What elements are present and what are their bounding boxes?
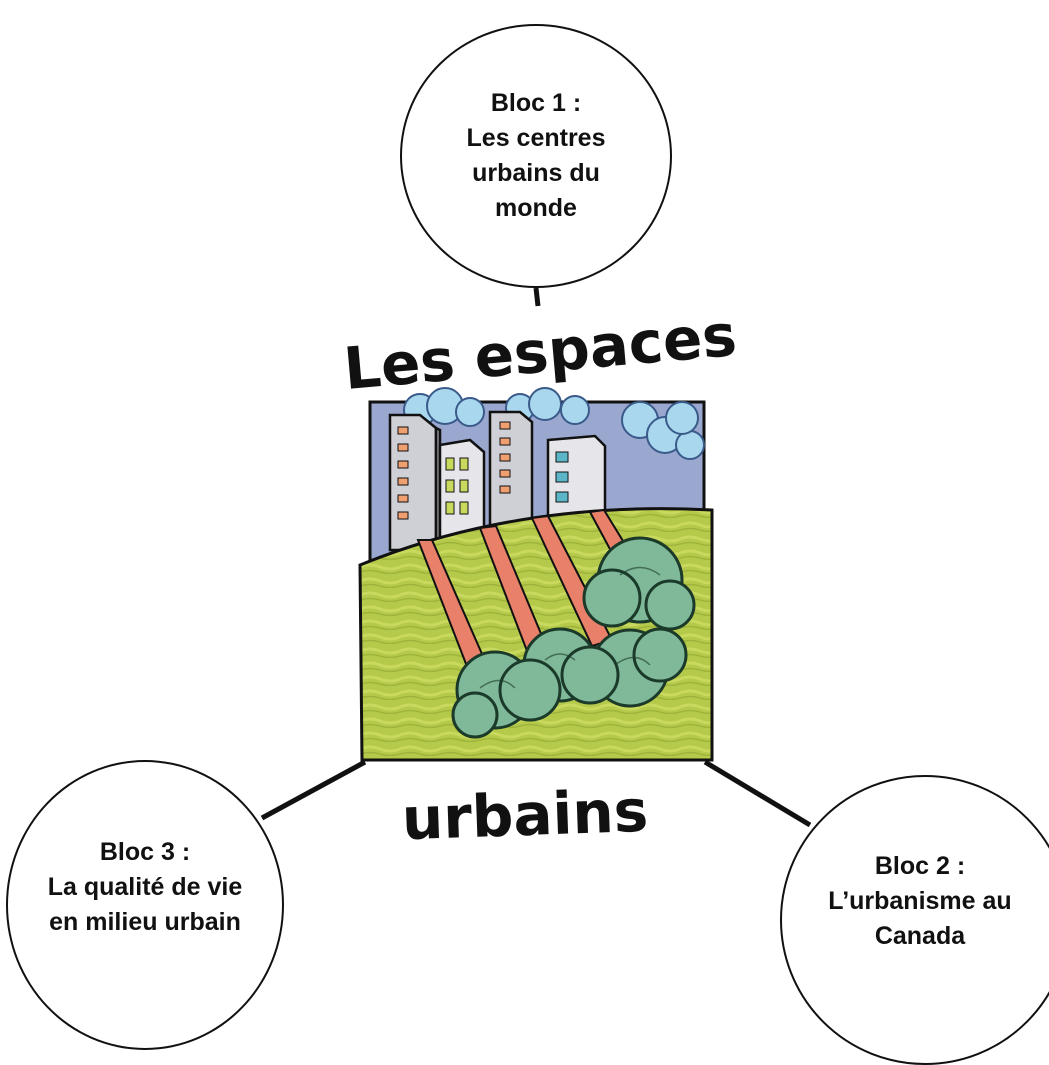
- tree-icons: [451, 536, 696, 739]
- connector-bloc2: [703, 759, 812, 828]
- central-illustration: Les espaces: [341, 301, 739, 854]
- bloc-1-circle: Bloc 1 : Les centres urbains du monde: [400, 24, 672, 288]
- bloc-3-line-1: Bloc 3 :: [99, 837, 191, 866]
- cloud-icon: [403, 387, 705, 460]
- bloc-3-text: Bloc 3 : La qualité de vie en milieu urb…: [48, 835, 243, 940]
- bloc-2-text: Bloc 2 : L’urbanisme au Canada: [828, 849, 1011, 954]
- bloc-1-text: Bloc 1 : Les centres urbains du monde: [467, 86, 606, 226]
- bloc-2-line-1: Bloc 2 :: [874, 851, 966, 880]
- bloc-2-line-3: Canada: [874, 921, 966, 950]
- bloc-2-circle: Bloc 2 : L’urbanisme au Canada: [780, 775, 1049, 1065]
- bloc-3-line-2: La qualité de vie: [47, 872, 243, 901]
- bloc-2-line-2: L’urbanisme au: [828, 886, 1012, 915]
- window-icons: [397, 421, 569, 520]
- bloc-3-line-3: en milieu urbain: [49, 907, 241, 936]
- bloc-3-circle: Bloc 3 : La qualité de vie en milieu urb…: [6, 760, 284, 1050]
- city-clipart-icon: [358, 387, 714, 762]
- connector-lines: [260, 287, 812, 828]
- title-line2: urbains: [401, 777, 649, 854]
- bloc-1-line-1: Bloc 1 :: [490, 89, 582, 117]
- bloc-1-line-3: urbains du: [472, 159, 600, 187]
- bloc-1-line-2: Les centres: [466, 124, 606, 152]
- bloc-1-line-4: monde: [495, 194, 577, 222]
- connector-bloc1: [533, 287, 541, 307]
- connector-bloc3: [260, 759, 367, 821]
